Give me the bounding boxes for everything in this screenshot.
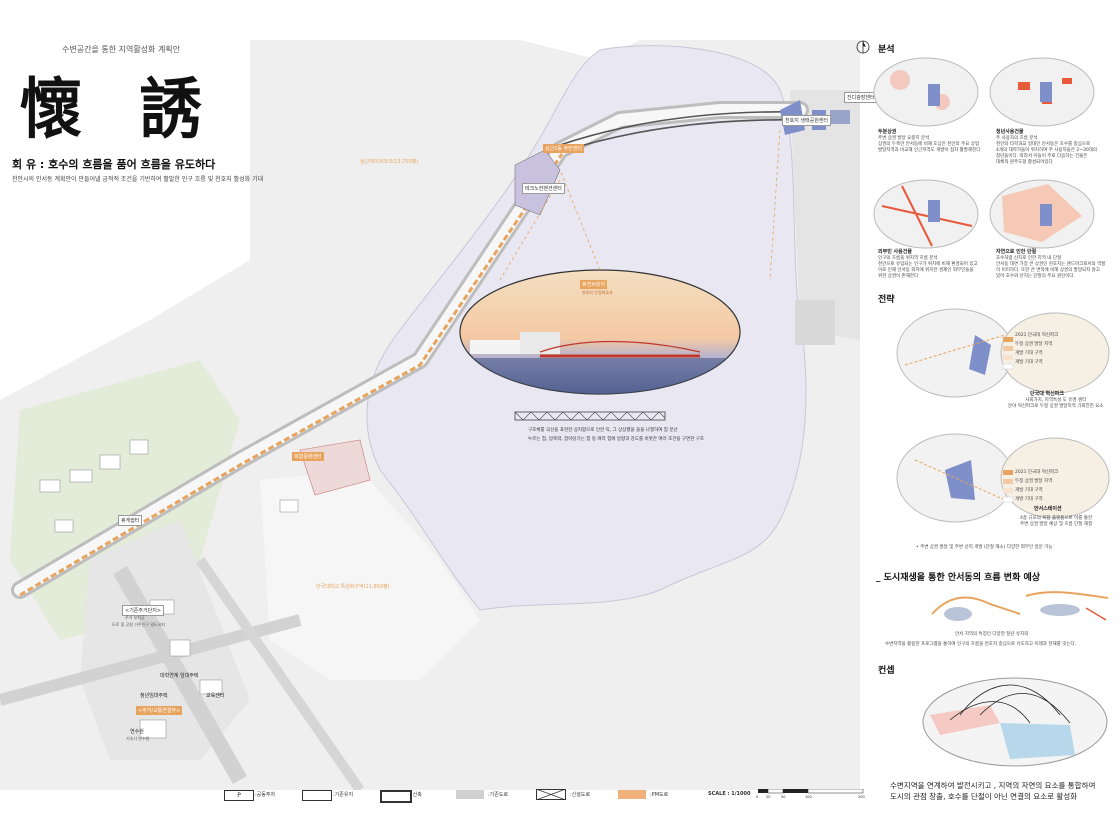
apt-1b-label: 주거 부지공 bbox=[125, 615, 145, 620]
scale-tick-1: 20 bbox=[766, 795, 771, 799]
a1-title: 두분상권 bbox=[878, 129, 897, 135]
pm-road bbox=[19, 153, 564, 597]
site-plan-map bbox=[0, 40, 860, 790]
park-label: 단국대학교 특성화구역(11,850평) bbox=[316, 584, 390, 590]
a3-text: 인구의 흐름을 위지역 흐름 분석 천안으로 유입되는 인구가 위치에 비해 환… bbox=[878, 256, 978, 279]
legend-pm-road: :PM도로 bbox=[650, 792, 669, 798]
bubble-title: 휴연브릿지 bbox=[580, 280, 608, 289]
a2-title: 청년사용건물 bbox=[996, 129, 1024, 135]
strategy-1-diagram bbox=[896, 308, 1110, 398]
legend-pm-road-swatch bbox=[618, 790, 646, 799]
change-caption-1: 안서 지역의 특징인 다양한 청년 유치와 bbox=[955, 632, 1029, 637]
s1-legend-1: 2021 단국대 혁신파크 bbox=[1015, 333, 1059, 338]
center-label-right: 천호지 생태공원센터 bbox=[782, 115, 831, 126]
legend-existing: :기존유지 bbox=[333, 792, 354, 798]
legend-parking: :공동주차 bbox=[255, 792, 276, 798]
change-title: _ 도시재생을 통한 안서동의 흐름 변화 예상 bbox=[876, 573, 1041, 583]
bubble-note-2: 누르는 힘, 압축력, 잡아당기는 힘 등 여러 힘에 방향과 강도를 비롯한 … bbox=[528, 437, 705, 442]
s2-caption: 4층 규모의 복합 플랫폼으로 이를 통한 주변 상권 발달 예상 및 흐름 단… bbox=[1020, 516, 1093, 527]
change-diagram bbox=[931, 591, 1109, 621]
s1-caption-title: 단국대 혁신파크 bbox=[1030, 391, 1064, 397]
apt-6b-label: 기숙사 연수원 bbox=[126, 736, 150, 741]
change-caption-2: 수변지역을 활용한 프로그램을 통하여 인구의 흐름을 천호지 중심으로 유도하… bbox=[885, 642, 1077, 647]
legend-new-road-swatch bbox=[536, 789, 566, 800]
center-label-b: 상근1동 주민센터 bbox=[543, 144, 584, 153]
bubble-note-1: 구조체를 곡선을 표현한 상지향으로 인한 익, 그 상상했을 들을 나열하여 … bbox=[528, 428, 678, 433]
lattice-bar bbox=[514, 411, 666, 421]
apt-4-label: 교육센터 bbox=[206, 693, 225, 699]
scale-tick-3: 100 bbox=[805, 795, 812, 799]
legend-new-building-swatch bbox=[380, 790, 412, 803]
scale-bar bbox=[758, 789, 864, 794]
s2-legend-2: 두정 상권 발달 지역 bbox=[1015, 479, 1053, 484]
apt-5-label: <주거/교통연결부> bbox=[136, 706, 183, 715]
legend-new-road: :신설도로 bbox=[570, 792, 591, 798]
s1-caption: 사회가치, 지역특성 도 유명 센터 분야 혁신파크로 두정 상권 발달지역 기… bbox=[1008, 398, 1104, 409]
strategy-2-diagram bbox=[896, 433, 1110, 523]
legend-existing-road-swatch bbox=[456, 790, 484, 799]
parking-icon: P bbox=[224, 790, 254, 801]
description: 천안시의 안서동 계획안이 만들어낼 금적적 조건을 기반하여 활발한 인구 흐… bbox=[12, 176, 264, 183]
apt-1-label: <기존주거단지> bbox=[122, 605, 164, 616]
scale-tick-4: 200 bbox=[858, 795, 865, 799]
scale-tick-2: 50 bbox=[781, 795, 786, 799]
headline: 회 유 : 호수의 흐름을 품어 흐름을 유도하다 bbox=[12, 158, 216, 171]
s1-legend-2: 두정 상권 발달 지역 bbox=[1015, 342, 1053, 347]
apt-1c-label: 도로 및 공원 거주인구 밀도유지 bbox=[112, 622, 165, 627]
bubble-sub: 천호지 안정화효과 bbox=[582, 290, 613, 295]
s2-caption-title: 안서스테이션 bbox=[1034, 506, 1062, 512]
strategy-title: 전략 bbox=[878, 295, 895, 305]
legend-scale: SCALE : 1/1000 bbox=[708, 791, 751, 797]
legend-new-building: :신축 bbox=[411, 792, 422, 798]
a4-title: 자연으로 인한 단절 bbox=[996, 249, 1037, 255]
analysis-title: 분석 bbox=[878, 45, 895, 55]
s1-legend-3: 개발 기대 구역 bbox=[1015, 351, 1043, 356]
concept-diagram bbox=[922, 677, 1108, 767]
apt-2-label: 대학연계 임대주택 bbox=[160, 673, 199, 679]
bridge bbox=[559, 111, 801, 146]
a1-text: 주변 상권 발달 요충지 분석 상권의 두축만 안서동에 비해 도심은 천안의 … bbox=[878, 136, 981, 153]
subtitle: 수변공간을 통한 지역활성화 계획안 bbox=[62, 45, 181, 54]
s2-legend-1: 2021 단국대 혁신파크 bbox=[1015, 470, 1059, 475]
a4-text: 호수처럼 산지로 인한 지역 내 단절 안서동 대면 가장 큰 상권인 천호지는… bbox=[996, 256, 1106, 279]
cultural-label: 복합문화센터 bbox=[292, 452, 324, 461]
legend-existing-swatch bbox=[302, 790, 332, 801]
lake-label: 상근레이크파크(13,750평) bbox=[360, 159, 419, 165]
concept-text-2: 도시의 관점 창출, 호수를 단절이 아닌 연결의 요소로 활성화 bbox=[890, 792, 1078, 801]
apt-6-label: 연수원 bbox=[130, 729, 144, 735]
s2-legend-3: 개발 기대 구역 bbox=[1015, 488, 1043, 493]
calligraphy-title: 懷 誘 bbox=[20, 70, 220, 148]
a2-text: 주 사용자의 흐름 분석 천안의 타학과교 일대인 안서동은 호수를 중심으로 … bbox=[996, 136, 1098, 165]
strategy-note: • 주변 상권 발달 및 주변 산지 개발 (단절 해소) 다양한 외부인 방문… bbox=[916, 545, 1053, 550]
center-label-a: 테크노컨벤션센터 bbox=[522, 183, 565, 194]
concept-title: 컨셉 bbox=[878, 666, 895, 676]
s1-legend-4: 개발 기대 구역 bbox=[1015, 360, 1043, 365]
a3-title: 외부민 사용건물 bbox=[878, 249, 912, 255]
north-arrow-icon bbox=[856, 40, 870, 54]
rest-label: 휴게쉼터 bbox=[118, 515, 143, 526]
concept-text-1: 수변지역을 연계하여 발전시키고 , 지역의 자연의 요소를 통합하여 bbox=[890, 781, 1096, 790]
apt-3-label: 청년임대주택 bbox=[140, 693, 168, 699]
legend-existing-road: :기존도로 bbox=[488, 792, 509, 798]
analysis-diagrams bbox=[873, 57, 1095, 249]
s2-legend-4: 개발 기대 구역 bbox=[1015, 497, 1043, 502]
scale-tick-0: 0 bbox=[756, 795, 759, 799]
